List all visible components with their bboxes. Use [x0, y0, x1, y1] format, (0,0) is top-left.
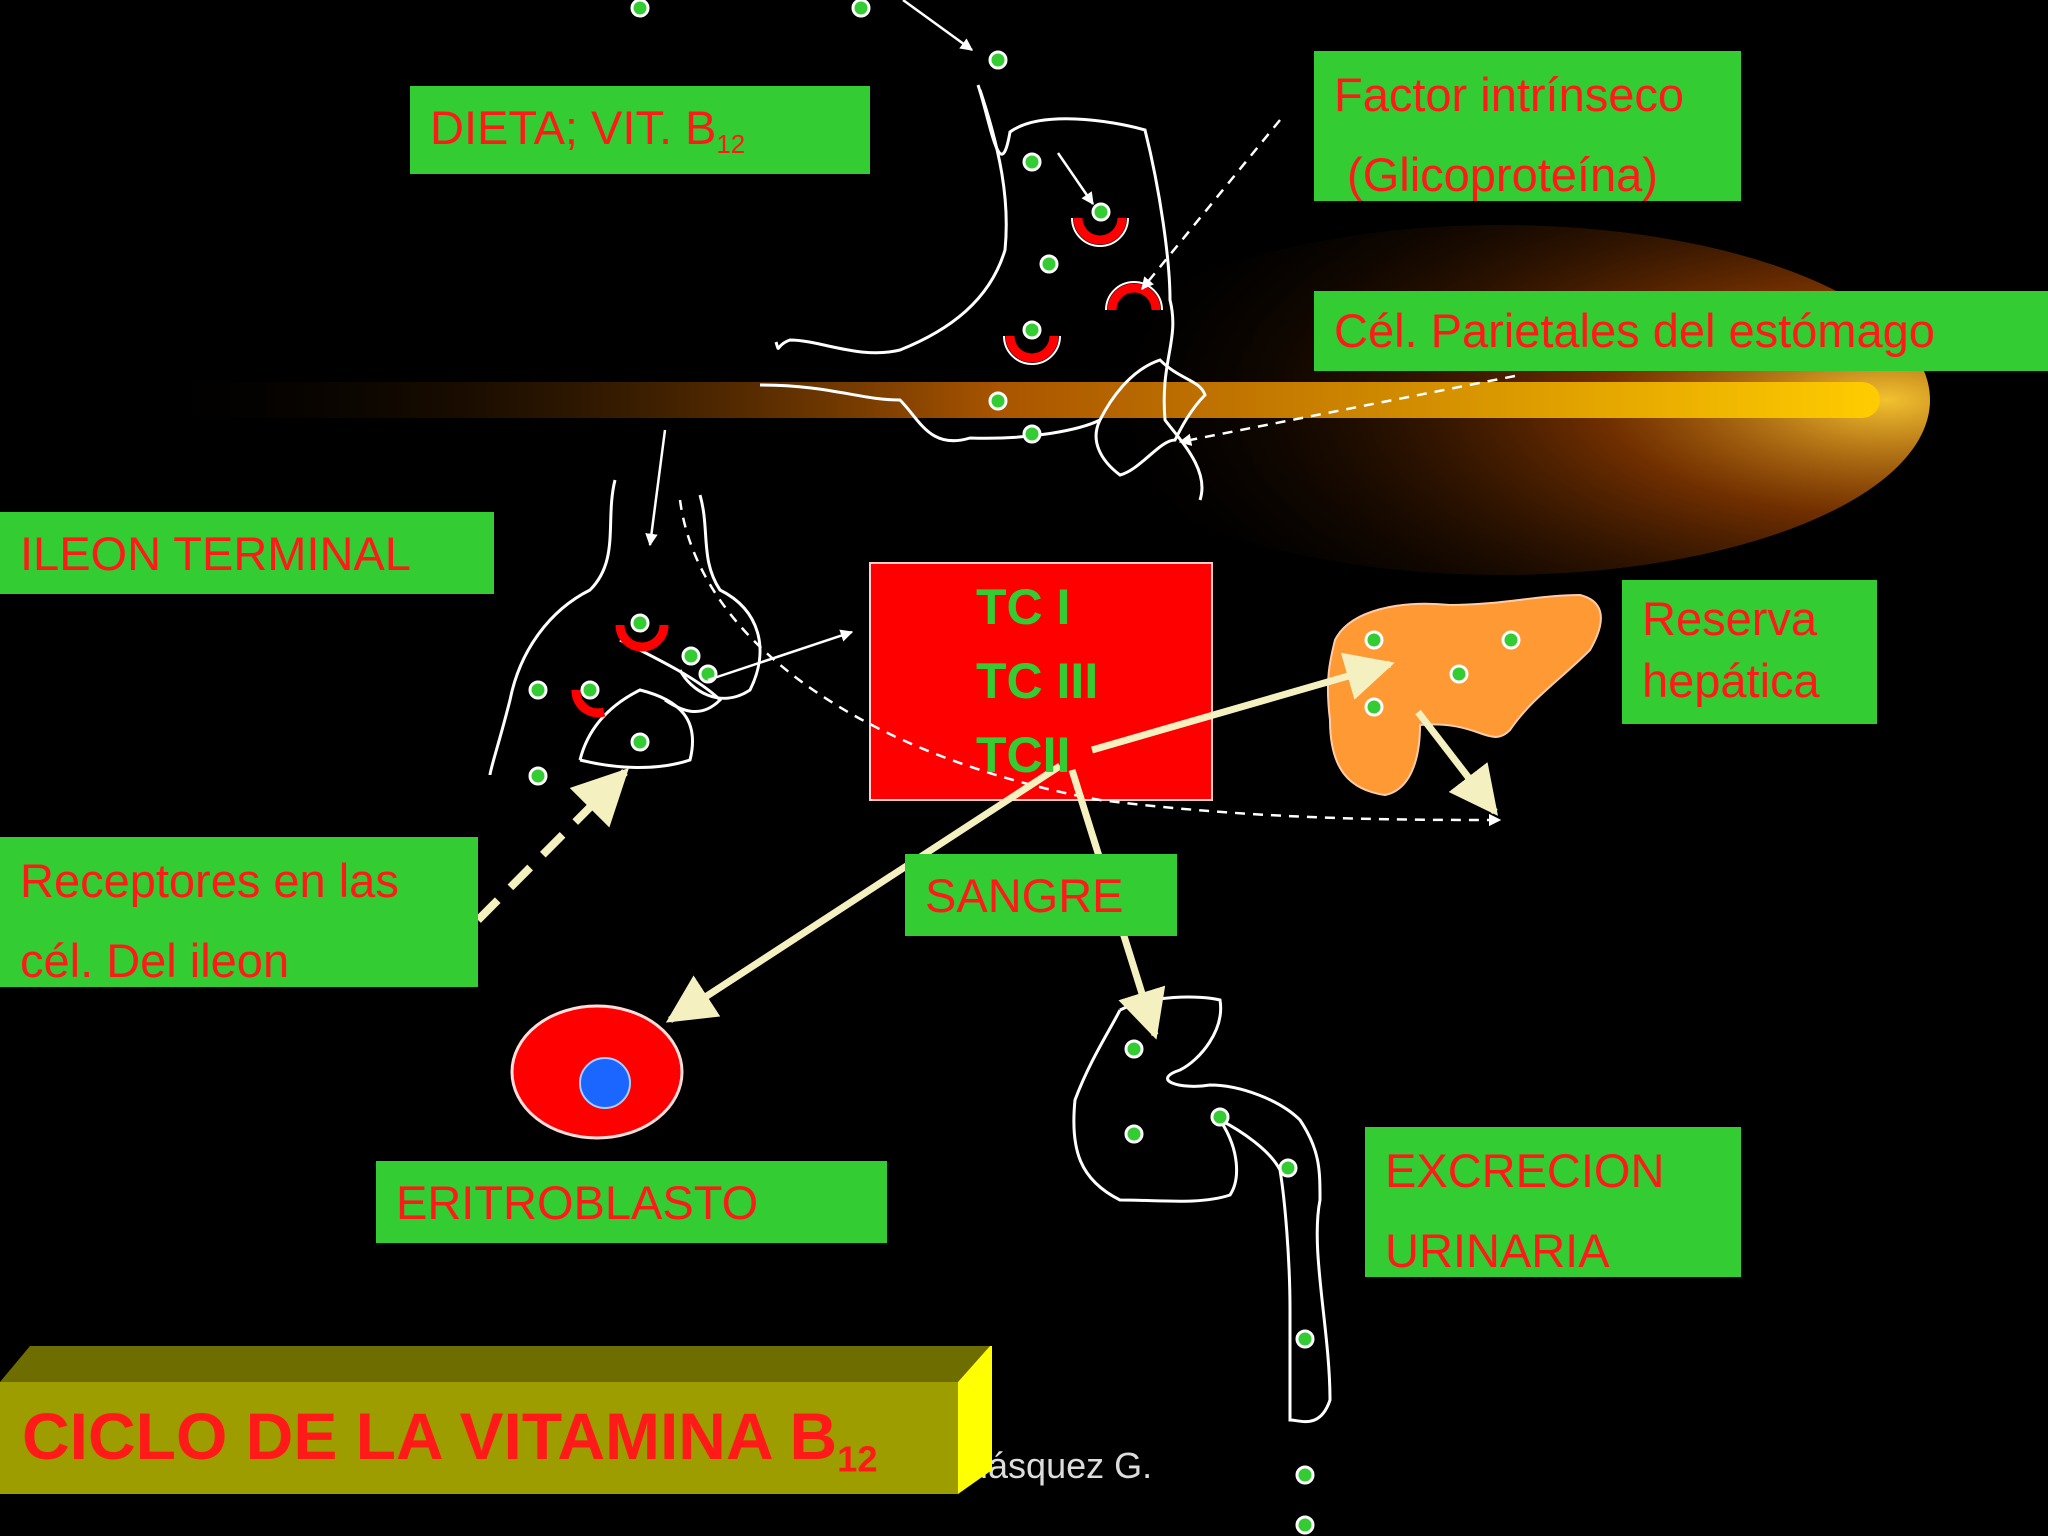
reserva-line1: Reserva — [1642, 592, 1818, 645]
erythroblast-cell — [510, 1004, 684, 1140]
sangre-text: SANGRE — [925, 869, 1124, 922]
ileon-label: ILEON TERMINAL — [0, 512, 494, 594]
excrecion-line2: URINARIA — [1385, 1224, 1610, 1277]
tc-2-label: TCII — [976, 727, 1071, 783]
eritroblasto-text: ERITROBLASTO — [396, 1176, 759, 1229]
factor-line2: (Glicoproteína) — [1334, 148, 1658, 201]
slide-title-text: CICLO DE LA VITAMINA B — [22, 1399, 838, 1473]
parietales-label: Cél. Parietales del estómago — [1314, 291, 2048, 371]
tc-3-label: TC III — [976, 653, 1099, 709]
dieta-subscript: 12 — [716, 131, 746, 160]
thin-arrows — [645, 0, 1095, 682]
title-banner-top — [0, 1346, 990, 1382]
liver-shape — [1326, 593, 1602, 797]
slide-title: CICLO DE LA VITAMINA B12 — [22, 1398, 878, 1477]
reserva-line2: hepática — [1642, 654, 1820, 707]
b12-dots — [528, 0, 1521, 1535]
receptores-line2: cél. Del ileon — [20, 934, 290, 987]
reserva-label: Reserva hepática — [1622, 580, 1877, 724]
factor-line1: Factor intrínseco — [1334, 68, 1685, 121]
ileon-text: ILEON TERMINAL — [20, 527, 411, 580]
dashed-arrows — [678, 119, 1516, 827]
dieta-text: DIETA; VIT. B — [430, 101, 717, 154]
stomach-outline — [759, 84, 1207, 501]
title-banner — [0, 1382, 958, 1494]
excrecion-label: EXCRECION URINARIA — [1365, 1127, 1741, 1277]
author-footer: elásquez G. — [960, 1445, 1153, 1486]
factor-intrinseco-label: Factor intrínseco (Glicoproteína) — [1314, 51, 1741, 201]
receptor-arcs-outline — [1003, 217, 1163, 365]
sangre-label: SANGRE — [905, 854, 1177, 936]
kidney-outline — [1072, 995, 1332, 1424]
receptor-dashed-arrow — [475, 768, 629, 923]
dieta-label: DIETA; VIT. B12 — [410, 86, 870, 174]
receptores-label: Receptores en las cél. Del ileon — [0, 837, 478, 987]
parietales-text: Cél. Parietales del estómago — [1334, 304, 1935, 357]
excrecion-line1: EXCRECION — [1385, 1144, 1665, 1197]
tc-1-label: TC I — [976, 579, 1071, 635]
receptores-line1: Receptores en las — [20, 854, 399, 907]
ileum-outline — [488, 479, 762, 776]
receptor-arcs — [571, 217, 1161, 718]
blood-box — [869, 562, 1213, 801]
eritroblasto-label: ERITROBLASTO — [376, 1161, 887, 1243]
slide-title-subscript: 12 — [837, 1438, 878, 1480]
